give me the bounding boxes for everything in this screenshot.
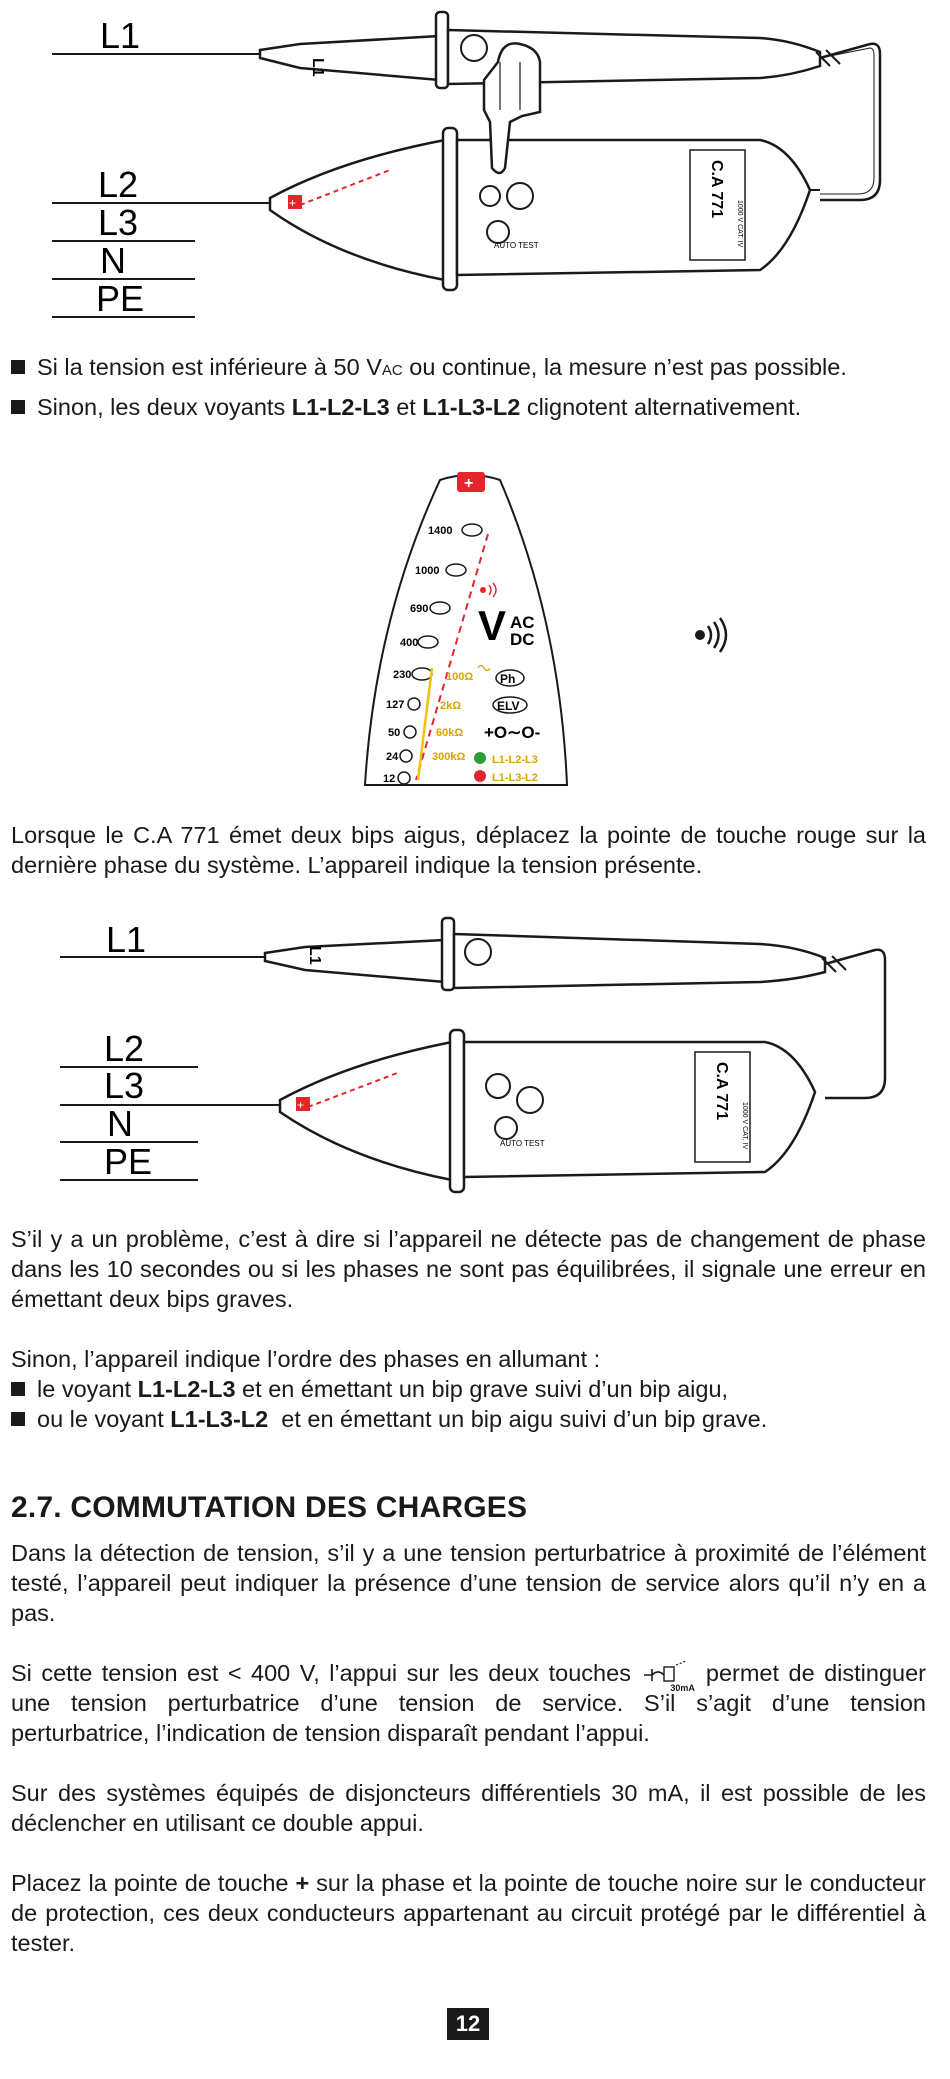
- led-name: L1-L2-L3: [291, 394, 390, 420]
- beep-icon: [480, 582, 497, 598]
- wire-label-n-b: N: [107, 1103, 133, 1144]
- voltage-230: 230: [393, 669, 411, 681]
- wire-label-l1-b: L1: [106, 919, 146, 960]
- elv-label: ELV: [497, 699, 519, 713]
- led-name: L1-L3-L2: [422, 394, 521, 420]
- voltage-50: 50: [388, 727, 400, 739]
- paragraph-phase-order: Sinon, l’appareil indique l’ordre des ph…: [11, 1346, 601, 1372]
- page-number: 12: [447, 2008, 489, 2040]
- auto-test-label: AUTO TEST: [494, 241, 539, 250]
- plus-symbol: +: [295, 1870, 310, 1896]
- bullet-text: Sinon, les deux voyants: [37, 394, 292, 420]
- bullet-subscript: AC: [381, 362, 403, 379]
- bullet-square-icon: [11, 400, 25, 414]
- tester-body-b: + AUTO TEST C.A 771 1000 V CAT. IV: [198, 1028, 817, 1194]
- device-model: C.A 771: [708, 160, 725, 218]
- ohm-100: 100Ω: [446, 671, 473, 683]
- rcd-trip-icon-label: 30mA: [670, 1683, 695, 1693]
- section-title: 2.7. COMMUTATION DES CHARGES: [11, 1491, 528, 1524]
- wire-label-l2: L2: [98, 164, 138, 205]
- voltage-1000: 1000: [415, 565, 439, 577]
- wire-label-n: N: [100, 240, 126, 281]
- bullet-text: Si la tension est inférieure à 50 V: [37, 354, 382, 380]
- led-label-l1l2l3: L1-L2-L3: [492, 754, 538, 766]
- tester-body: + AUTO TEST C.A 771 1000 V CAT. IV: [195, 126, 820, 292]
- indicator-panel-diagram: + 1400 1000 690 400 230 127 50 24 12 V A…: [363, 472, 728, 786]
- led-red: [474, 770, 486, 782]
- ohm-2k: 2kΩ: [440, 700, 461, 712]
- probe-l1-b: L1: [200, 916, 887, 1100]
- bullet-square-icon: [11, 360, 25, 374]
- wire-label-pe-b: PE: [104, 1141, 152, 1182]
- probe-label: L1: [309, 58, 326, 77]
- paragraph-two-beeps: Lorsque le C.A 771 émet deux bips aigus,…: [11, 822, 926, 878]
- paragraph-detection: Dans la détection de tension, s’il y a u…: [11, 1540, 926, 1626]
- bullet-square-icon: [11, 1382, 25, 1396]
- wire-label-l3-b: L3: [104, 1065, 144, 1106]
- bullet-leds-blink: Sinon, les deux voyants L1-L2-L3 et L1-L…: [11, 392, 801, 422]
- voltage-scale: 1400 1000 690 400 230 127 50 24 12: [383, 523, 483, 785]
- device-rating: 1000 V CAT. IV: [736, 200, 743, 248]
- voltage-1400: 1400: [428, 525, 452, 537]
- led-green: [474, 752, 486, 764]
- para-text: Si cette tension est < 400 V, l’appui su…: [11, 1660, 631, 1686]
- bullet-text: et: [389, 394, 423, 420]
- wire-label-pe: PE: [96, 278, 144, 319]
- bullet-text: le voyant: [37, 1376, 138, 1402]
- dc-label: DC: [510, 630, 535, 649]
- led-label-l1l3l2: L1-L3-L2: [492, 772, 538, 784]
- device-model-b: C.A 771: [713, 1062, 730, 1120]
- bullet-text: et en émettant un bip aigu suivi d’un bi…: [268, 1406, 768, 1432]
- tester-diagram-bottom: L1 L2 L3 N PE L1 + AUTO TEST C.A 771 100…: [60, 916, 887, 1194]
- para-text: sur la phase et la pointe de touche noir…: [11, 1870, 926, 1956]
- voltage-690: 690: [410, 603, 428, 615]
- svg-text:+: +: [297, 1098, 304, 1112]
- v-symbol: V: [478, 602, 506, 649]
- pointing-hand-icon: [482, 42, 542, 175]
- bullet-voltage-low: Si la tension est inférieure à 50 VAC ou…: [11, 352, 847, 386]
- led-name: L1-L3-L2: [170, 1406, 269, 1432]
- continuity-icon: [477, 664, 491, 672]
- wire-label-l1: L1: [100, 15, 140, 56]
- sound-icon: [695, 617, 728, 653]
- ohm-60k: 60kΩ: [436, 727, 463, 739]
- svg-text:+: +: [289, 196, 296, 210]
- phase-rotation-symbol: +O∼O-: [484, 723, 540, 742]
- voltage-127: 127: [386, 699, 404, 711]
- bullet-l1l2l3: le voyant L1-L2-L3 et en émettant un bip…: [11, 1374, 728, 1404]
- wire-label-l2-b: L2: [104, 1028, 144, 1069]
- para-text: permet de distinguer une tension perturb…: [11, 1660, 926, 1746]
- wire-label-l3: L3: [98, 202, 138, 243]
- device-rating-b: 1000 V CAT. IV: [741, 1102, 748, 1150]
- bullet-square-icon: [11, 1412, 25, 1426]
- rcd-trip-icon: 30mA: [640, 1659, 696, 1693]
- voltage-24: 24: [386, 751, 399, 763]
- led-name: L1-L2-L3: [137, 1376, 236, 1402]
- paragraph-error: S’il y a un problème, c’est à dire si l’…: [11, 1226, 926, 1312]
- plus-terminal: +: [464, 475, 473, 492]
- voltage-400: 400: [400, 637, 418, 649]
- bullet-l1l3l2: ou le voyant L1-L3-L2 et en émettant un …: [11, 1404, 767, 1434]
- voltage-12: 12: [383, 773, 395, 785]
- para-text: Placez la pointe de touche: [11, 1870, 296, 1896]
- ph-label: Ph: [500, 672, 515, 686]
- bullet-text: et en émettant un bip grave suivi d’un b…: [235, 1376, 729, 1402]
- auto-test-label-b: AUTO TEST: [500, 1139, 545, 1148]
- bullet-text: ou continue, la mesure n’est pas possibl…: [402, 354, 847, 380]
- probe-label-b: L1: [306, 946, 323, 965]
- paragraph-probe-placement: Placez la pointe de touche + sur la phas…: [11, 1868, 926, 1958]
- ohm-300k: 300kΩ: [432, 751, 465, 763]
- paragraph-two-keys: Si cette tension est < 400 V, l’appui su…: [11, 1658, 926, 1748]
- paragraph-rcd: Sur des systèmes équipés de disjoncteurs…: [11, 1780, 926, 1836]
- tester-diagram-top: L1 L2 L3 N PE L1 + AUTO TEST C.A 771 100…: [52, 10, 882, 319]
- bullet-text: ou le voyant: [37, 1406, 171, 1432]
- ac-label: AC: [510, 613, 535, 632]
- bullet-text: clignotent alternativement.: [520, 394, 802, 420]
